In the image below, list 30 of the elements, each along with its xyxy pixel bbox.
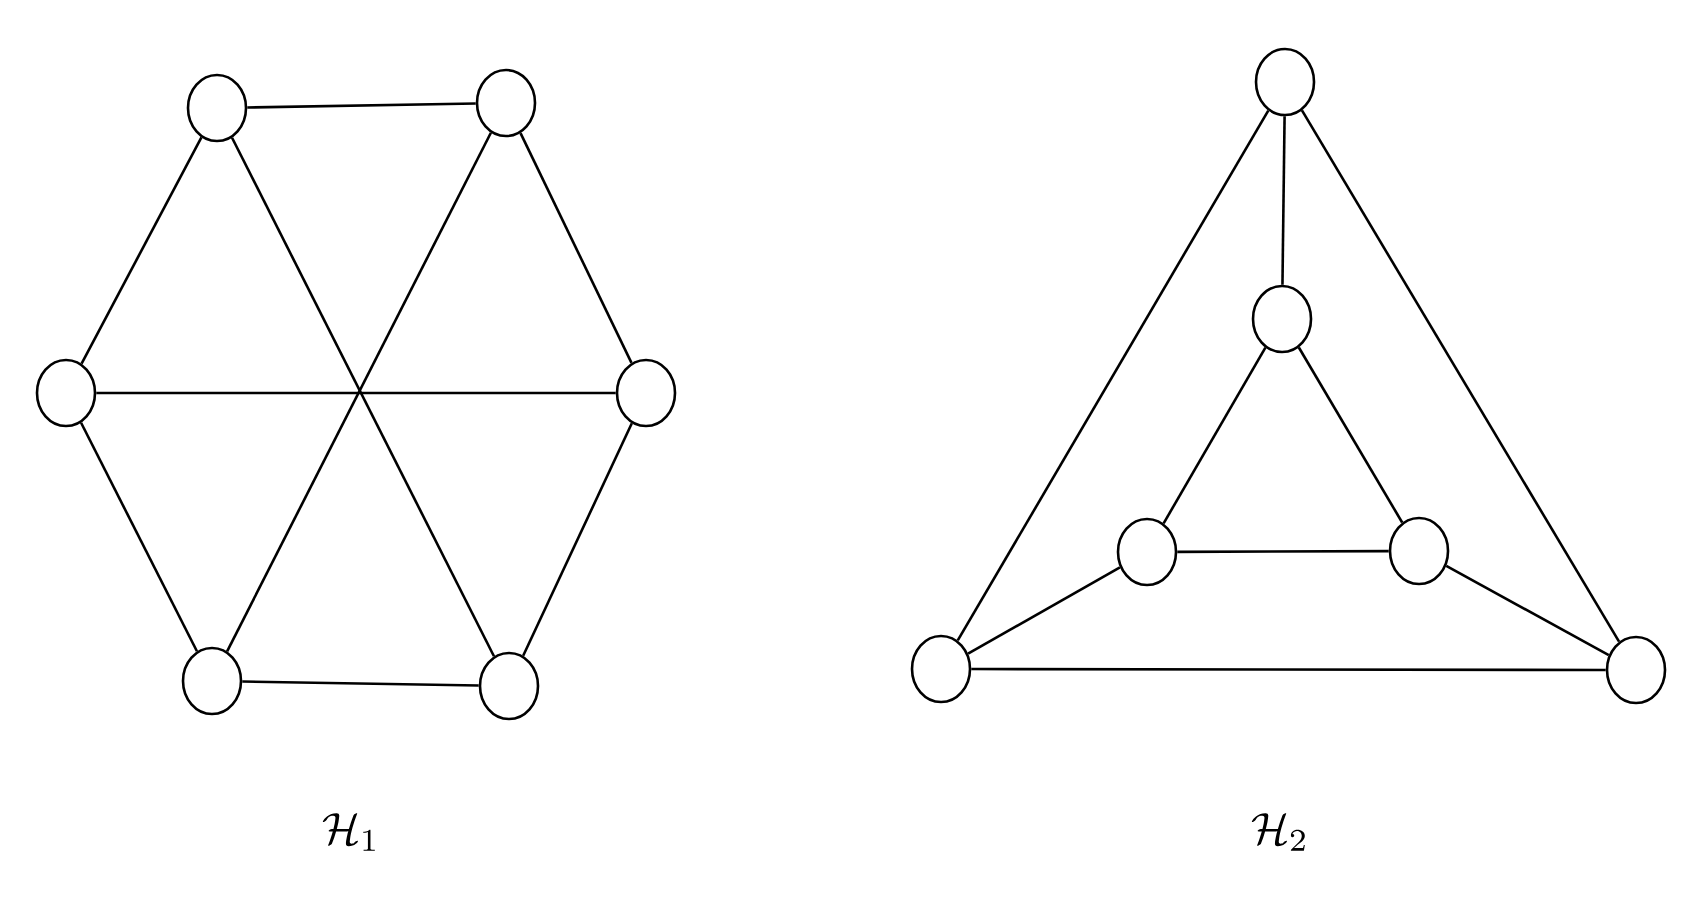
graph-label: $\mathcal{H}_1$: [322, 813, 375, 851]
graph-edge: [1177, 549, 1389, 554]
graph-vertex: [475, 68, 537, 138]
graph-vertex: [910, 634, 972, 704]
graph-edge: [967, 566, 1121, 655]
graph-edge: [519, 132, 633, 364]
graph-edge: [1281, 116, 1286, 285]
graph-vertex: [478, 651, 540, 721]
graph-edge: [1162, 347, 1267, 524]
graph-vertex: [615, 358, 677, 428]
graph-edge: [1297, 346, 1404, 524]
graph-edge: [1445, 564, 1610, 657]
graph-edge: [956, 109, 1270, 642]
graph-vertex: [1605, 635, 1667, 705]
graph-edge: [971, 667, 1606, 672]
graph-edge: [96, 391, 616, 395]
graph-vertex: [186, 73, 248, 143]
graph-vertex: [1116, 517, 1178, 587]
graph-vertex: [181, 646, 243, 716]
graph-edge: [79, 422, 199, 652]
graph-label: $\mathcal{H}_2$: [1251, 813, 1305, 851]
graph-edge: [247, 102, 476, 109]
graph-edge: [522, 422, 633, 657]
graph-vertex: [1388, 516, 1450, 586]
graph-vertex: [35, 358, 97, 428]
graph-vertex: [1254, 47, 1316, 117]
graph-edge: [80, 136, 203, 365]
graph-edge: [1300, 109, 1621, 643]
graph-vertex: [1251, 284, 1313, 354]
graph-edge: [242, 680, 479, 687]
